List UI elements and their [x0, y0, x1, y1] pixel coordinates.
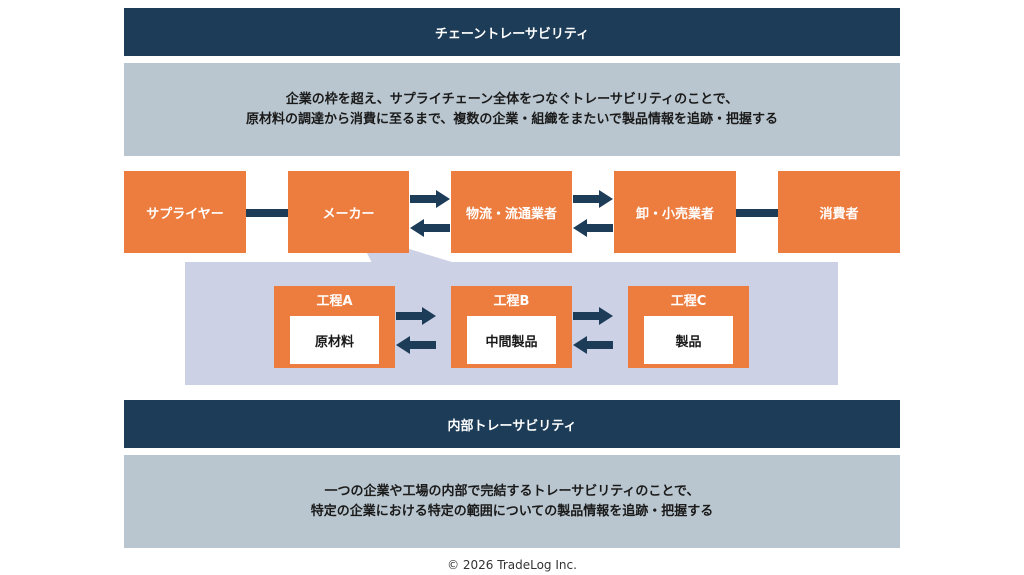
desc-line: 原材料の調達から消費に至るまで、複数の企業・組織をまたいで製品情報を追跡・把握す… [245, 111, 779, 127]
internal-traceability-title: 内部トレーサビリティ [124, 400, 900, 448]
process-item: 原材料 [290, 316, 379, 364]
process-item: 製品 [644, 316, 733, 364]
process-b: 工程B 中間製品 [451, 286, 572, 368]
process-item: 中間製品 [467, 316, 556, 364]
right-arrow-icon [573, 307, 613, 325]
actor-wholesale-retail: 卸・小売業者 [614, 171, 736, 253]
actor-maker: メーカー [288, 171, 409, 253]
right-arrow-icon [396, 307, 436, 325]
right-arrow-icon [410, 190, 450, 208]
left-arrow-icon [573, 219, 613, 237]
left-arrow-icon [396, 336, 436, 354]
process-title: 工程C [670, 294, 707, 309]
actor-consumer: 消費者 [778, 171, 900, 253]
desc-line: 企業の枠を超え、サプライチェーン全体をつなぐトレーサビリティのことで、 [285, 91, 739, 107]
chain-traceability-title: チェーントレーサビリティ [124, 8, 900, 56]
left-arrow-icon [573, 336, 613, 354]
process-title: 工程A [316, 294, 353, 309]
chain-traceability-description: 企業の枠を超え、サプライチェーン全体をつなぐトレーサビリティのことで、 原材料の… [124, 63, 900, 156]
connector-line [736, 209, 778, 217]
right-arrow-icon [573, 190, 613, 208]
process-c: 工程C 製品 [628, 286, 749, 368]
connector-line [246, 209, 288, 217]
actor-supplier: サプライヤー [124, 171, 246, 253]
internal-traceability-description: 一つの企業や工場の内部で完結するトレーサビリティのことで、 特定の企業における特… [124, 455, 900, 548]
desc-line: 特定の企業における特定の範囲についての製品情報を追跡・把握する [310, 503, 714, 519]
desc-line: 一つの企業や工場の内部で完結するトレーサビリティのことで、 [324, 483, 700, 499]
copyright-footer: © 2026 TradeLog Inc. [447, 558, 577, 572]
process-title: 工程B [493, 294, 530, 309]
actor-logistics: 物流・流通業者 [451, 171, 572, 253]
process-a: 工程A 原材料 [274, 286, 395, 368]
left-arrow-icon [410, 219, 450, 237]
